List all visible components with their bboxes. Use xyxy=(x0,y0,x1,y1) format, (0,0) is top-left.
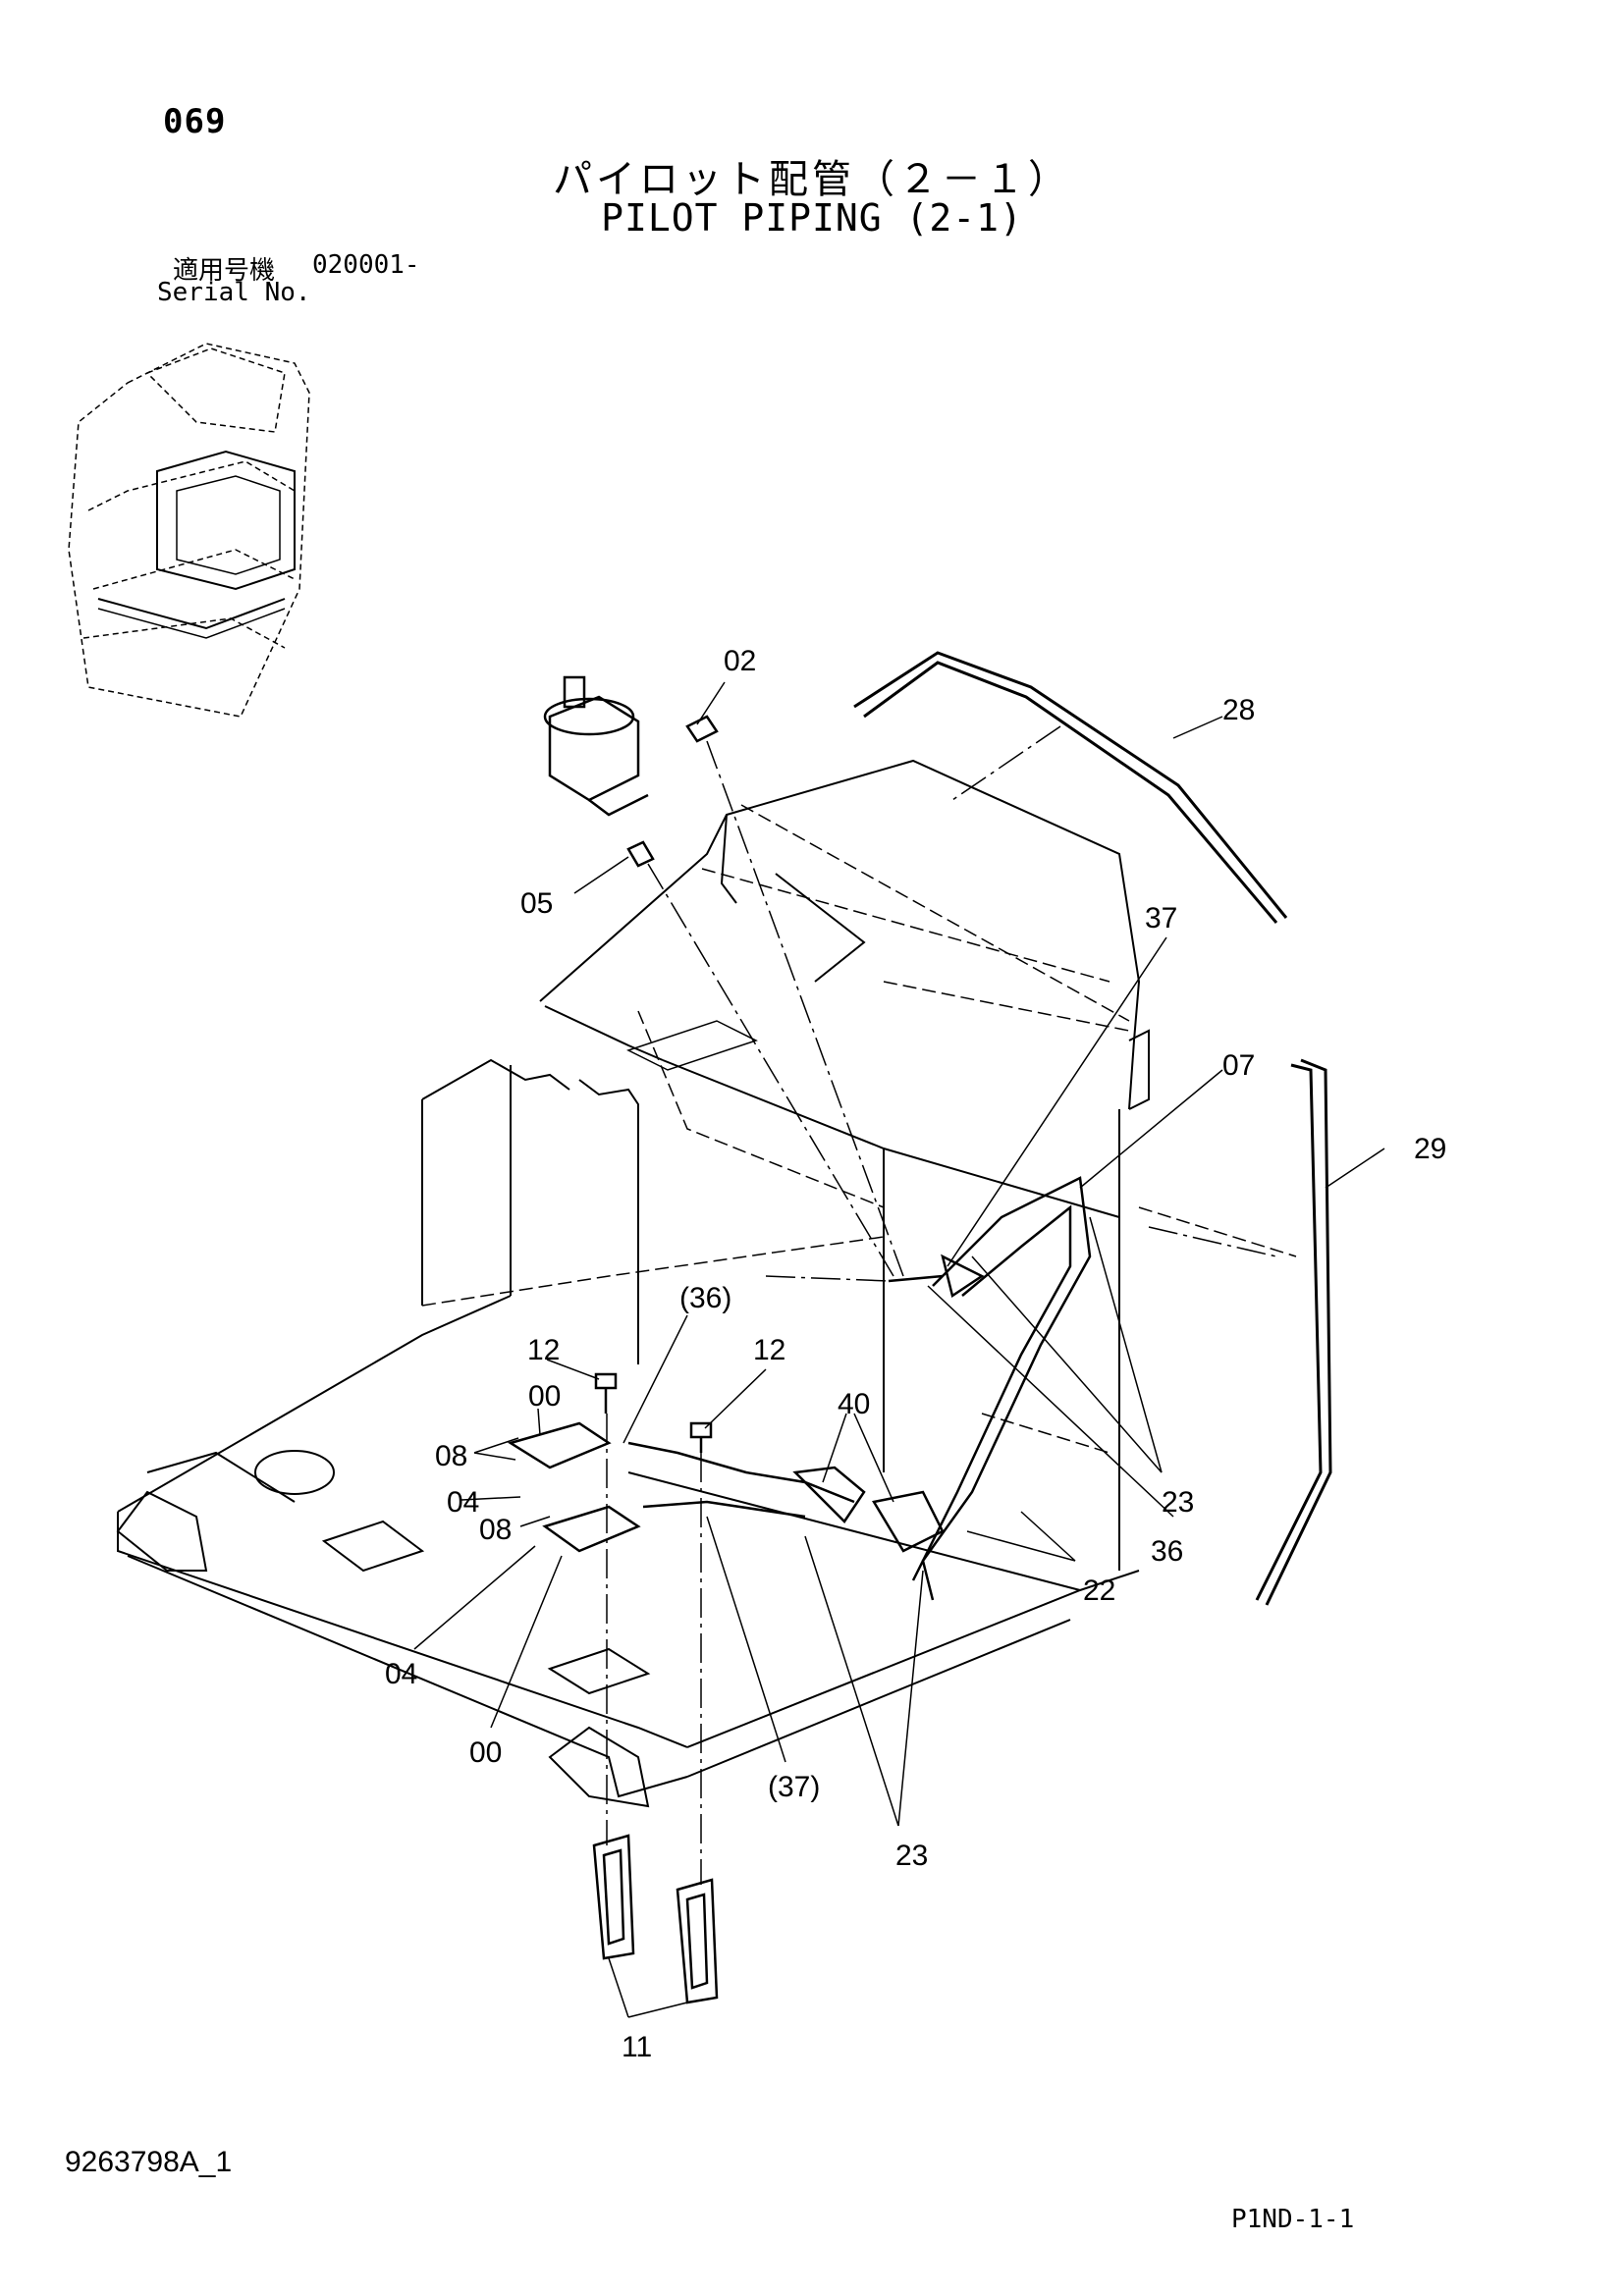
callout-07: 07 xyxy=(1222,1049,1255,1082)
callout-28: 28 xyxy=(1222,694,1255,726)
fitting-02 xyxy=(685,715,719,743)
page-title-japanese: パイロット配管（２－１） xyxy=(553,157,1071,202)
callout-29: 29 xyxy=(1414,1133,1446,1165)
page-title-english: PILOT PIPING (2-1) xyxy=(601,196,1023,240)
callout-36-parenthesized: (36) xyxy=(679,1282,731,1314)
hose-bundle xyxy=(888,1176,1092,1601)
bracket-11-left xyxy=(592,1834,635,1960)
bracket-11-right xyxy=(676,1878,719,2004)
centre-lines xyxy=(606,725,1277,1885)
callout-02: 02 xyxy=(724,645,756,677)
frame-hidden-lines xyxy=(421,804,1297,1454)
clamp-block-upper xyxy=(507,1421,612,1469)
hose-29 xyxy=(1255,1058,1332,1606)
bolt-12-left xyxy=(594,1372,618,1414)
serial-number-value: 020001- xyxy=(312,250,420,280)
callout-23-right: 23 xyxy=(1162,1486,1194,1519)
seat-stand-frame xyxy=(116,759,1150,1808)
callout-00-bottom: 00 xyxy=(469,1736,502,1769)
callout-37-top: 37 xyxy=(1145,902,1177,934)
callout-04-top: 04 xyxy=(447,1486,479,1519)
callout-00-top: 00 xyxy=(528,1380,561,1413)
callout-12-right: 12 xyxy=(753,1334,785,1366)
page-number: 069 xyxy=(163,102,227,141)
fitting-05 xyxy=(626,840,655,868)
serial-label-english: Serial No. xyxy=(157,278,311,307)
callout-08-top: 08 xyxy=(435,1440,467,1472)
serial-label-japanese: 適用号機 xyxy=(173,256,276,286)
callout-labels: 02 28 05 37 07 29 (36) 12 12 00 40 08 04… xyxy=(385,645,1446,2063)
callout-40: 40 xyxy=(838,1388,870,1420)
callout-11: 11 xyxy=(622,2031,652,2063)
drawing-number: 9263798A_1 xyxy=(65,2146,233,2178)
clamp-block-lower xyxy=(542,1505,641,1553)
callout-05: 05 xyxy=(520,887,553,920)
pilot-valve xyxy=(543,675,649,817)
callout-36: 36 xyxy=(1151,1535,1183,1568)
callout-23-bottom: 23 xyxy=(895,1840,928,1872)
leader-lines xyxy=(413,681,1385,2018)
callout-08-bottom: 08 xyxy=(479,1514,512,1546)
overview-thumbnail xyxy=(68,343,310,718)
callout-12-left: 12 xyxy=(527,1334,560,1366)
callout-22: 22 xyxy=(1083,1575,1115,1607)
callout-37-parenthesized: (37) xyxy=(768,1771,820,1803)
hose-28 xyxy=(853,651,1288,924)
sheet-id: P1ND-1-1 xyxy=(1231,2205,1355,2234)
hose-36-37 xyxy=(627,1441,945,1553)
callout-04-bottom: 04 xyxy=(385,1658,417,1690)
bolt-12-right xyxy=(689,1421,713,1453)
